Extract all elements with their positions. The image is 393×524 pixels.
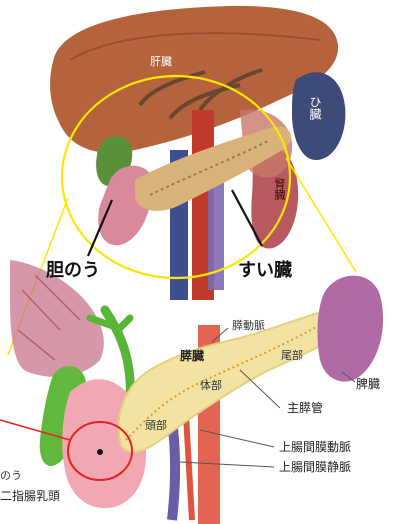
label-sma: 上腸間膜動脈 <box>279 441 351 453</box>
label-kidney-vertical: 腎臓 <box>274 178 285 200</box>
label-tail: 尾部 <box>281 350 303 361</box>
upper-panel <box>42 0 354 300</box>
label-pancreas-lower: 膵臓 <box>180 350 204 362</box>
label-smv: 上腸間膜静脈 <box>279 461 351 473</box>
label-gallbladder: 胆のう <box>46 262 100 280</box>
smv-shape <box>172 420 175 520</box>
label-pancreas-upper: すい臓 <box>238 262 292 280</box>
label-head: 頭部 <box>145 420 167 431</box>
label-gallbladder-partial: のう <box>0 470 22 481</box>
label-body: 体部 <box>200 380 222 391</box>
spleen-lower-shape <box>318 276 384 382</box>
label-spleen: 脾臓 <box>356 378 380 390</box>
label-liver: 肝臓 <box>150 56 172 67</box>
label-spleen-vertical: ひ臓 <box>309 96 321 120</box>
label-main-duct: 主膵管 <box>287 402 323 414</box>
sma-shape <box>186 415 192 520</box>
label-papilla: 二指腸乳頭 <box>0 490 60 502</box>
smv-leader <box>180 462 274 467</box>
label-pancreatic-artery: 膵動脈 <box>232 320 265 331</box>
